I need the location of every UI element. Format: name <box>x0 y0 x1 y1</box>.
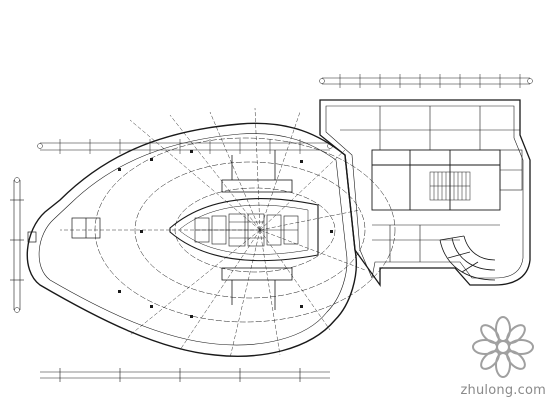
inner-building-outline <box>38 133 348 346</box>
right-wing-outline <box>319 99 531 288</box>
flower-logo-icon <box>472 316 535 378</box>
staircase <box>429 171 471 201</box>
core-rooms <box>194 213 299 247</box>
watermark: zhulong.com <box>461 315 546 398</box>
central-hall <box>371 149 501 211</box>
concentric-arcs <box>94 137 396 323</box>
core-inner <box>179 204 309 255</box>
core-outline <box>169 197 319 262</box>
left-service-box <box>27 217 101 243</box>
right-wing-partitions <box>340 106 523 262</box>
right-wing-inner <box>325 105 524 280</box>
watermark-text: zhulong.com <box>460 383 546 398</box>
axis-bubbles <box>14 78 533 313</box>
bottom-dimension-lines <box>40 368 330 382</box>
curved-lobby <box>439 235 496 281</box>
column-dots <box>118 150 333 318</box>
top-dimension-lines <box>40 74 530 154</box>
structural-walls <box>221 150 293 310</box>
outer-building-outline <box>26 122 357 357</box>
left-dimension-lines <box>10 180 24 310</box>
